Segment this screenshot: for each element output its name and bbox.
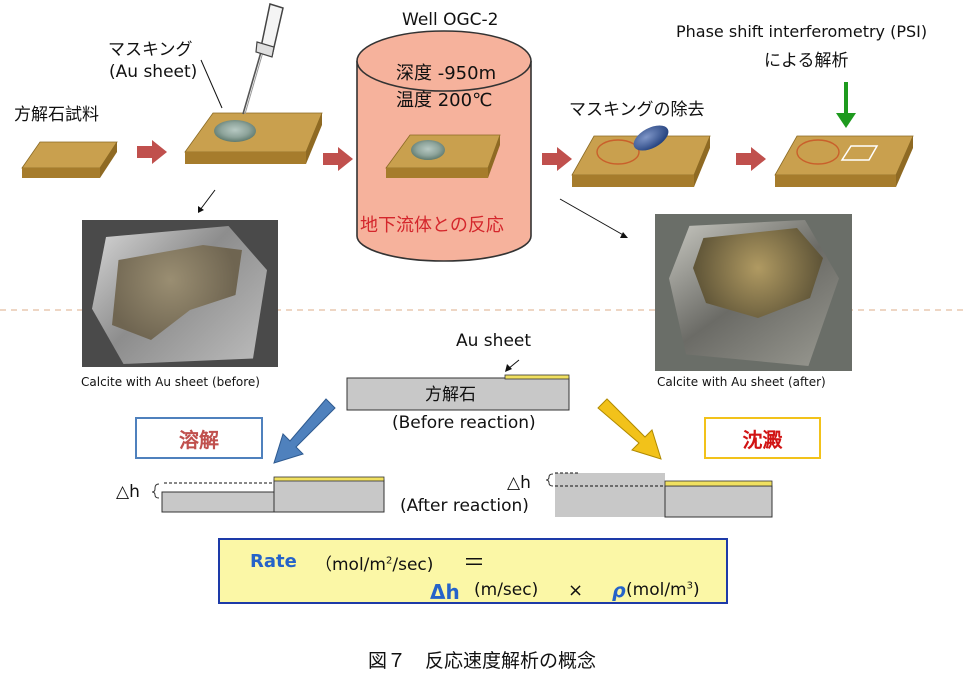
calcite-slab-1 [21, 141, 118, 178]
psi-arrow [836, 82, 856, 128]
masking-label: マスキング [108, 40, 193, 60]
precipitation-arrow [597, 398, 662, 460]
calcite-slab-3 [385, 134, 501, 178]
after-photo-pointer [559, 198, 626, 237]
psi-analysis-label: による解析 [764, 51, 849, 71]
masking-pointer [200, 59, 223, 109]
pipette-icon [242, 3, 284, 115]
au-sheet-layer [504, 374, 570, 380]
equals-sign: ＝ [463, 551, 486, 576]
delta-h-left-label: △h [116, 482, 140, 502]
well-label: Well OGC-2 [402, 10, 499, 30]
times-sign: × [568, 580, 584, 601]
cross-section-precipitation [545, 472, 773, 518]
dissolution-arrow [273, 398, 336, 464]
calcite-photo-before [82, 220, 278, 367]
calcite-slab-2 [184, 112, 323, 164]
step-arrow-4 [736, 147, 766, 171]
reaction-fluid-label: 地下流体との反応 [360, 215, 504, 236]
mask-removal-label: マスキングの除去 [569, 100, 705, 120]
calcite-slab-5 [774, 135, 914, 187]
after-reaction-label: (After reaction) [400, 496, 529, 516]
au-sheet-drop [214, 120, 256, 142]
calcite-label: 方解石 [425, 385, 476, 405]
masked-area-outline [596, 139, 640, 165]
before-reaction-label: (Before reaction) [392, 413, 536, 433]
precipitation-box: 沈澱 [704, 417, 821, 459]
rate-label: Rate [250, 551, 297, 572]
removed-au-sheet [633, 125, 669, 151]
cross-section-dissolution [151, 476, 385, 513]
temperature-label: 温度 200℃ [396, 90, 493, 111]
delta-h-brace-right [545, 473, 554, 487]
calcite-slab-4 [571, 125, 711, 187]
rate-unit: （mol/m2/sec) [315, 555, 434, 575]
rate-formula-box: Rate （mol/m2/sec) ＝ Δh (m/sec) × ρ (mol/… [218, 538, 728, 604]
step-arrow-1 [137, 140, 167, 164]
step-arrow-2 [323, 147, 353, 171]
calcite-photo-after [655, 214, 852, 371]
dissolution-box: 溶解 [135, 417, 263, 459]
au-sheet-label: Au sheet [456, 331, 532, 351]
calcite-sample-label: 方解石試料 [14, 105, 99, 125]
figure-caption: 図７ 反応速度解析の概念 [367, 650, 596, 672]
psi-label: Phase shift interferometry (PSI) [676, 22, 928, 41]
cross-section-before [346, 374, 570, 411]
psi-measure-area [840, 145, 879, 161]
photo-after-caption: Calcite with Au sheet (after) [657, 375, 826, 389]
photo-before-caption: Calcite with Au sheet (before) [81, 375, 260, 389]
masking-au-label: (Au sheet) [109, 62, 198, 82]
rho-symbol: ρ [612, 580, 626, 602]
delta-h-right-label: △h [507, 473, 531, 493]
step-arrow-3 [542, 147, 572, 171]
depth-label: 深度 -950m [396, 63, 497, 84]
before-photo-pointer [199, 189, 216, 211]
delta-h-symbol: Δh [430, 580, 460, 604]
delta-h-unit: (m/sec) [474, 580, 539, 600]
rho-unit: (mol/m3) [626, 580, 700, 600]
delta-h-brace-left [151, 483, 160, 499]
